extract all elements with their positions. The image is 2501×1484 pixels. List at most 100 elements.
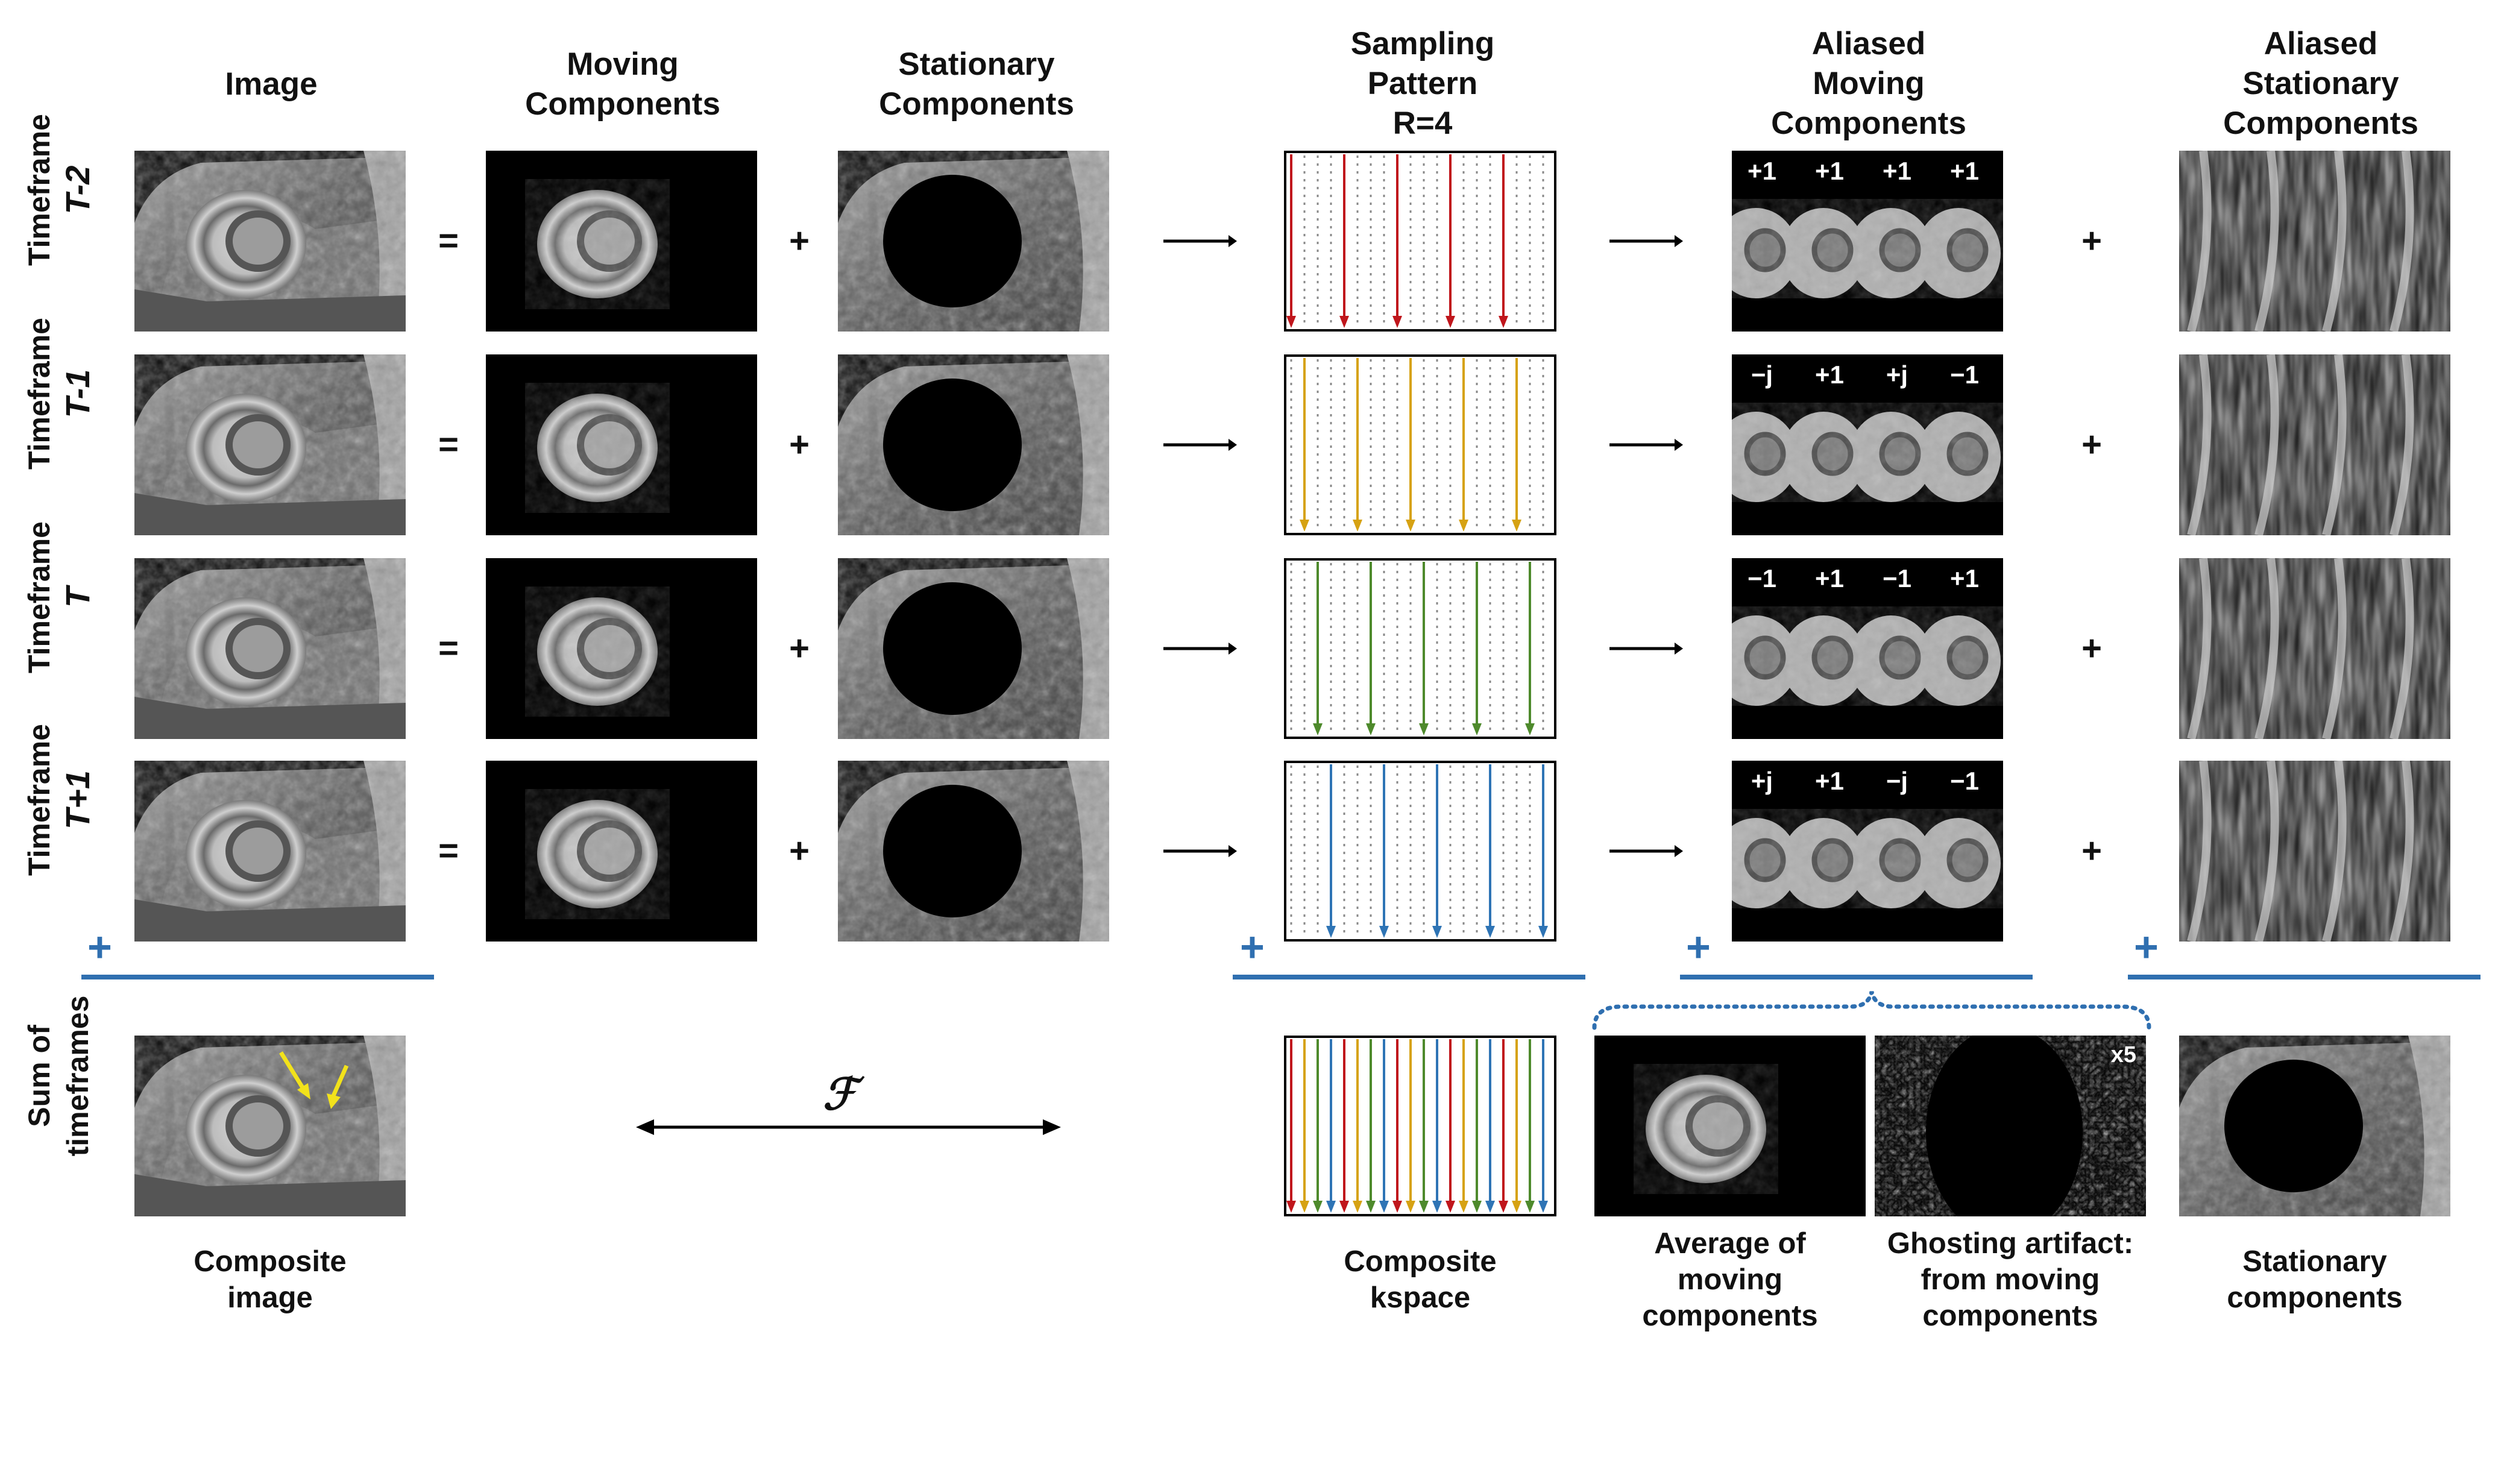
image-tile-row-0 [134, 151, 406, 332]
kspace-line-arrowhead [1499, 316, 1508, 328]
kspace-line-arrowhead [1525, 1201, 1535, 1213]
kspace-line-arrowhead [1379, 1201, 1389, 1213]
ghosting-artifact-tile: x5 [1875, 1036, 2146, 1216]
kspace-line-arrowhead [1512, 520, 1521, 532]
header-moving-components: Moving Components [525, 46, 720, 122]
sum-plus-icon: + [1686, 923, 1711, 970]
header-stationary-components: Stationary Components [879, 46, 1074, 122]
arrow-right-icon [1163, 845, 1237, 857]
sum-plus-icon: + [1240, 923, 1265, 970]
kspace-line-arrowhead [1353, 1201, 1362, 1213]
kspace-line-arrowhead [1538, 926, 1548, 938]
kspace-line-arrowhead [1419, 1201, 1429, 1213]
equals-sign: = [438, 629, 459, 668]
kspace-line-arrowhead [1300, 1201, 1309, 1213]
phase-coefficient: −1 [1950, 767, 1979, 795]
stationary-tile-row-2 [838, 558, 1109, 739]
plus-sign: + [2081, 221, 2102, 260]
aliased-stationary-tile-row-2 [2179, 558, 2450, 739]
kspace-line-arrowhead [1472, 1201, 1482, 1213]
kspace-line-arrowhead [1459, 520, 1468, 532]
phase-coefficient: −j [1751, 360, 1773, 389]
sum-bar [1233, 975, 1585, 979]
plus-sign: + [2081, 629, 2102, 668]
kspace-line-arrowhead [1459, 1201, 1468, 1213]
caption-composite-kspace: Composite kspace [1344, 1245, 1497, 1314]
caption-stationary-components: Stationary components [2227, 1245, 2403, 1314]
arrow-right-icon [1609, 439, 1683, 451]
caption-ghosting-artifact: Ghosting artifact: from moving component… [1887, 1227, 2134, 1332]
phase-coefficient: +1 [1815, 767, 1844, 795]
phase-coefficient: −1 [1883, 564, 1911, 593]
stationary-tile-row-0 [838, 151, 1109, 332]
ghost-scale-label: x5 [2110, 1042, 2136, 1067]
phase-coefficient: +j [1886, 360, 1908, 389]
aliased-stationary-tile-row-0 [2179, 151, 2450, 332]
aliased-moving-tile-row-1: −j +1 +j −1 [1732, 354, 2003, 535]
kspace-line-arrowhead [1313, 1201, 1323, 1213]
plus-sign: + [789, 425, 810, 464]
kspace-line-arrowhead [1379, 926, 1389, 938]
kspace-line-arrowhead [1392, 316, 1402, 328]
kspace-line-arrowhead [1472, 723, 1482, 735]
phase-coefficient: +1 [1748, 157, 1776, 185]
aliased-stationary-tile-row-1 [2179, 354, 2450, 535]
phase-coefficient: −1 [1748, 564, 1776, 593]
equals-sign: = [438, 221, 459, 260]
sum-bar [1680, 975, 2033, 979]
kspace-line-arrowhead [1366, 1201, 1376, 1213]
aliased-moving-tile-row-0: +1 +1 +1 +1 [1732, 151, 2003, 332]
phase-coefficient: +1 [1950, 564, 1979, 593]
sum-bar [2128, 975, 2481, 979]
phase-coefficient: +1 [1815, 157, 1844, 185]
sum-bar [81, 975, 434, 979]
kspace-line-arrowhead [1525, 723, 1535, 735]
arrow-right-icon [1163, 439, 1237, 451]
moving-tile-row-2 [486, 558, 757, 739]
arrow-right-icon [1163, 235, 1237, 247]
aliased-stationary-tile-row-3 [2179, 761, 2450, 942]
equals-sign: = [438, 425, 459, 464]
caption-composite-image: Composite image [193, 1245, 347, 1314]
average-moving-tile [1594, 1036, 1866, 1216]
arrow-right-icon [1609, 845, 1683, 857]
kspace-line-arrowhead [1339, 316, 1349, 328]
stationary-tile-row-1 [838, 354, 1109, 535]
kspace-line-arrowhead [1432, 926, 1442, 938]
sampling-pattern-row-1 [1284, 354, 1556, 535]
phase-coefficient: +1 [1950, 157, 1979, 185]
kspace-line-arrowhead [1512, 1201, 1521, 1213]
yellow-arrow-icon [279, 1051, 349, 1109]
image-tile-row-2 [134, 558, 406, 739]
sampling-pattern-row-0 [1284, 151, 1556, 332]
sampling-pattern-row-3 [1284, 761, 1556, 942]
arrow-right-icon [1609, 643, 1683, 655]
moving-tile-row-1 [486, 354, 757, 535]
plus-sign: + [2081, 831, 2102, 870]
fourier-symbol: ℱ [823, 1068, 857, 1119]
arrow-right-icon [1163, 643, 1237, 655]
phase-coefficient: +1 [1815, 360, 1844, 389]
kspace-line-arrowhead [1326, 926, 1336, 938]
sampling-pattern-row-2 [1284, 558, 1556, 739]
plus-sign: + [2081, 425, 2102, 464]
phase-coefficient: −1 [1950, 360, 1979, 389]
kspace-line-arrowhead [1326, 1201, 1336, 1213]
kspace-line-arrowhead [1366, 723, 1376, 735]
caption-average-moving: Average of moving components [1642, 1227, 1818, 1332]
equals-sign: = [438, 831, 459, 870]
aliased-moving-tile-row-3: +j +1 −j −1 [1732, 761, 2003, 942]
kspace-line-arrowhead [1446, 1201, 1455, 1213]
moving-tile-row-3 [486, 761, 757, 942]
kspace-line-arrowhead [1419, 723, 1429, 735]
kspace-line-arrowhead [1538, 1201, 1548, 1213]
phase-coefficient: +1 [1883, 157, 1911, 185]
image-tile-row-1 [134, 354, 406, 535]
kspace-line-arrowhead [1485, 1201, 1495, 1213]
kspace-line-arrowhead [1406, 1201, 1415, 1213]
double-arrow-icon [636, 1119, 1061, 1135]
header-image: Image [225, 66, 318, 102]
